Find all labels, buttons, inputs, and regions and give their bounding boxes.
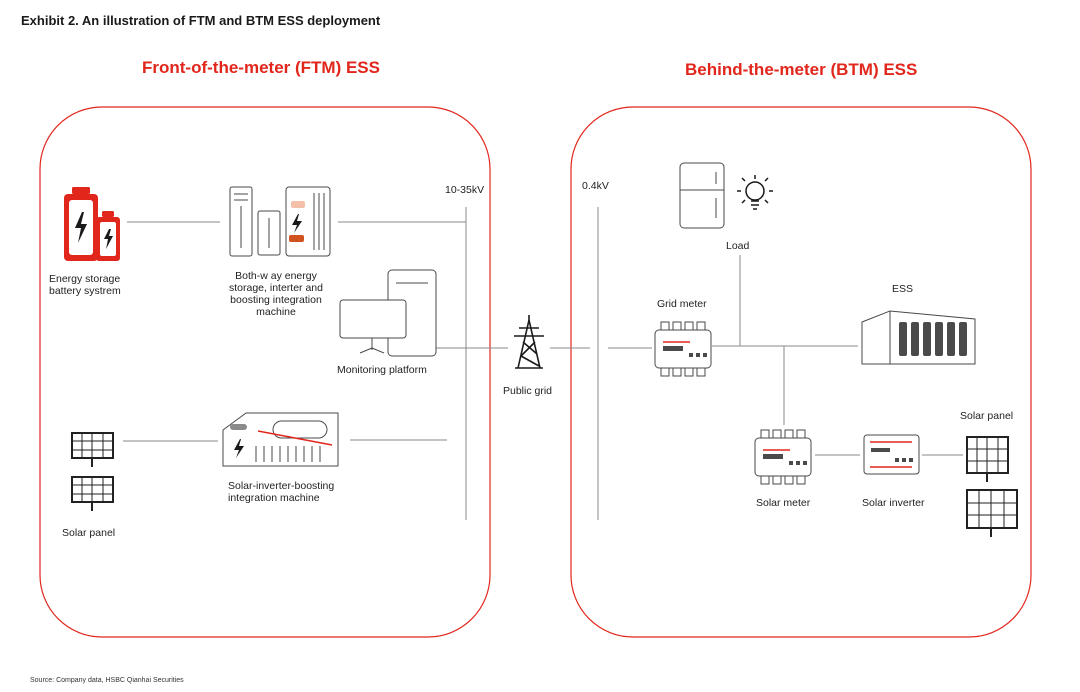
battery-label: Energy storage battery systrem — [49, 273, 121, 297]
ftm-voltage-label: 10-35kV — [445, 184, 485, 196]
grid-meter-icon — [654, 321, 712, 377]
bothway-machine-icon — [229, 186, 331, 257]
ftm-solar-panel-label: Solar panel — [62, 527, 116, 539]
battery-label-line2: battery systrem — [49, 285, 121, 297]
grid-meter-label: Grid meter — [657, 298, 707, 310]
monitoring-label: Monitoring platform — [337, 364, 427, 376]
ess-container-icon — [861, 310, 976, 365]
btm-solar-panel-label: Solar panel — [960, 410, 1014, 422]
light-bulb-icon — [737, 175, 773, 210]
monitoring-icon — [339, 269, 437, 357]
public-grid-label: Public grid — [503, 385, 553, 397]
ftm-panel — [39, 106, 491, 638]
btm-panel — [570, 106, 1032, 638]
solar-inverter-boosting-line1: Solar-inverter-boosting — [228, 480, 335, 492]
bothway-label-line2: storage, interter and — [229, 282, 323, 294]
connection-lines — [123, 207, 963, 520]
ftm-solar-panel-icon — [71, 432, 114, 511]
solar-inverter-boosting-label: Solar-inverter-boosting integration mach… — [228, 480, 334, 504]
solar-inverter-boosting-icon — [222, 412, 339, 467]
transmission-tower-icon — [514, 315, 544, 369]
btm-solar-panel-icon — [966, 436, 1018, 537]
solar-inverter-icon — [863, 434, 920, 475]
source-note: Source: Company data, HSBC Qianhai Secur… — [30, 677, 184, 684]
solar-meter-label: Solar meter — [756, 497, 811, 509]
ess-label: ESS — [892, 283, 914, 295]
bothway-machine-label: Both-w ay energy storage, interter and b… — [211, 270, 341, 318]
bothway-label-line1: Both-w ay energy — [235, 270, 317, 282]
battery-label-line1: Energy storage — [49, 273, 121, 285]
btm-title: Behind-the-meter (BTM) ESS — [685, 60, 918, 79]
btm-voltage-label: 0.4kV — [582, 180, 609, 192]
solar-inverter-boosting-line2: integration machine — [228, 492, 320, 504]
load-label: Load — [726, 240, 750, 252]
solar-inverter-label: Solar inverter — [862, 497, 925, 509]
solar-meter-icon — [754, 429, 812, 485]
bothway-label-line3: boosting integration — [230, 294, 322, 306]
ftm-title: Front-of-the-meter (FTM) ESS — [142, 58, 380, 77]
bothway-label-line4: machine — [256, 306, 296, 318]
battery-icon — [64, 187, 120, 261]
fridge-icon — [679, 162, 725, 229]
exhibit-title: Exhibit 2. An illustration of FTM and BT… — [21, 13, 381, 28]
